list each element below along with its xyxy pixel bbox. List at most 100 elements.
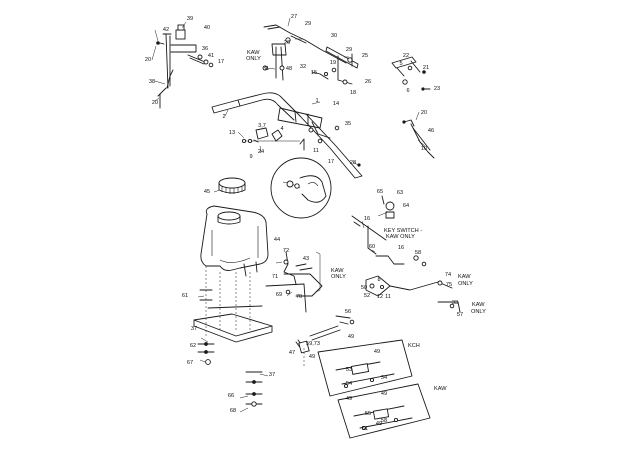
- callout-11: 11: [313, 148, 319, 154]
- key-switch-assembly: [351, 195, 427, 267]
- callout-67: 67: [187, 360, 193, 366]
- fuel-tank: [200, 205, 269, 277]
- callout-33: 33: [452, 300, 458, 306]
- callout-59-73: 59,73: [306, 341, 320, 347]
- callout-5: 5: [399, 61, 402, 67]
- callout-43: 43: [303, 256, 309, 262]
- callout-49: 49: [381, 391, 387, 397]
- callout-44: 44: [274, 237, 280, 243]
- callout-52: 52: [364, 293, 370, 299]
- callout-48: 48: [286, 66, 292, 72]
- callout-27: 27: [291, 14, 297, 20]
- callout-34: 34: [381, 375, 387, 381]
- callout-41: 41: [208, 53, 214, 59]
- linkage-and-fasteners: [241, 127, 305, 151]
- callout-22: 22: [403, 53, 409, 59]
- note-kaw: KAW: [434, 386, 447, 392]
- callout-39: 39: [187, 16, 193, 22]
- callout-16: 16: [364, 216, 370, 222]
- callout-15: 15: [311, 70, 317, 76]
- callout-47: 47: [289, 350, 295, 356]
- callout-16: 16: [398, 245, 404, 251]
- callout-2: 2: [222, 114, 225, 120]
- callout-20: 20: [421, 110, 427, 116]
- callout-32: 32: [300, 64, 306, 70]
- callout-57: 57: [457, 312, 463, 318]
- callout-74: 74: [445, 272, 451, 278]
- tank-mount-plate: [193, 266, 307, 407]
- callout-29: 29: [346, 47, 352, 53]
- callout-66: 66: [228, 393, 234, 399]
- note-kaw-only-lever-2: ONLY: [246, 56, 261, 62]
- callout-labels: 39 40 42 20 36 41 17 38 20 27 29 30 26 3…: [145, 14, 463, 432]
- note-kaw-only-plate: KAW: [472, 302, 485, 308]
- callout-26: 26: [284, 40, 290, 46]
- callout-6: 6: [406, 88, 409, 94]
- callout-62: 62: [190, 343, 196, 349]
- callout-69: 69: [276, 292, 282, 298]
- callout-13: 13: [229, 130, 235, 136]
- callout-49: 49: [374, 349, 380, 355]
- callout-40: 40: [204, 25, 210, 31]
- right-rod-assembly: [402, 119, 435, 159]
- detail-view-circle: [270, 157, 332, 219]
- callout-29: 29: [305, 21, 311, 27]
- callout-71: 71: [272, 274, 278, 280]
- handle-and-mount-plate: [211, 92, 363, 179]
- callout-36: 36: [202, 46, 208, 52]
- callout-28: 28: [350, 160, 356, 166]
- callout-24: 24: [258, 149, 264, 155]
- note-kaw-only-switch-2: ONLY: [458, 281, 473, 287]
- switch-plate: [365, 275, 461, 313]
- callout-46: 46: [428, 128, 434, 134]
- callout-49: 49: [346, 396, 352, 402]
- callout-1: 1: [315, 98, 318, 104]
- callout-8: 8: [377, 277, 380, 283]
- callout-75: 75: [446, 282, 452, 288]
- callout-31: 31: [263, 66, 269, 72]
- note-kaw-only-lever: KAW: [247, 50, 260, 56]
- leader-lines: [151, 17, 426, 413]
- callout-50: 50: [361, 285, 367, 291]
- callout-9: 9: [249, 154, 252, 160]
- callout-3-7: 3,7: [258, 123, 266, 129]
- note-kaw-only-fuel-line: KAW: [331, 268, 344, 274]
- callout-56: 56: [345, 309, 351, 315]
- kch-filter-box: [317, 339, 413, 397]
- callout-18: 18: [350, 90, 356, 96]
- callout-58: 58: [381, 418, 387, 424]
- callout-35: 35: [345, 121, 351, 127]
- callout-37: 37: [269, 372, 275, 378]
- callout-4: 4: [280, 126, 283, 132]
- callout-49: 49: [376, 421, 382, 427]
- callout-20: 20: [145, 57, 151, 63]
- callout-51: 51: [362, 426, 368, 432]
- diagram-notes: KAW ONLY KEY SWITCH - KAW ONLY KAW ONLY …: [246, 50, 486, 392]
- note-kaw-only-plate-2: ONLY: [471, 309, 486, 315]
- callout-49: 49: [348, 334, 354, 340]
- callout-65: 65: [377, 189, 383, 195]
- kaw-filter-box: [337, 383, 431, 439]
- callout-26: 26: [365, 79, 371, 85]
- callout-30: 30: [331, 33, 337, 39]
- callout-63: 63: [397, 190, 403, 196]
- fuel-cap: [218, 177, 246, 194]
- callout-21: 21: [423, 65, 429, 71]
- callout-60: 60: [369, 244, 375, 250]
- callout-23: 23: [434, 86, 440, 92]
- callout-70: 70: [296, 294, 302, 300]
- control-lever-assembly: [262, 24, 359, 85]
- callout-42: 42: [163, 27, 169, 33]
- note-kaw-only-switch: KAW: [458, 274, 471, 280]
- callout-12: 12: [377, 294, 383, 300]
- callout-37: 37: [191, 326, 197, 332]
- note-key-switch-2: KAW ONLY: [386, 234, 415, 240]
- right-bracket-assembly: [391, 56, 431, 91]
- fuel-line-fittings: [283, 251, 323, 297]
- callout-10: 10: [421, 146, 427, 152]
- note-key-switch: KEY SWITCH -: [384, 228, 422, 234]
- callout-64: 64: [403, 203, 409, 209]
- callout-72: 72: [283, 248, 289, 254]
- fuel-filter-assembly: [295, 315, 355, 368]
